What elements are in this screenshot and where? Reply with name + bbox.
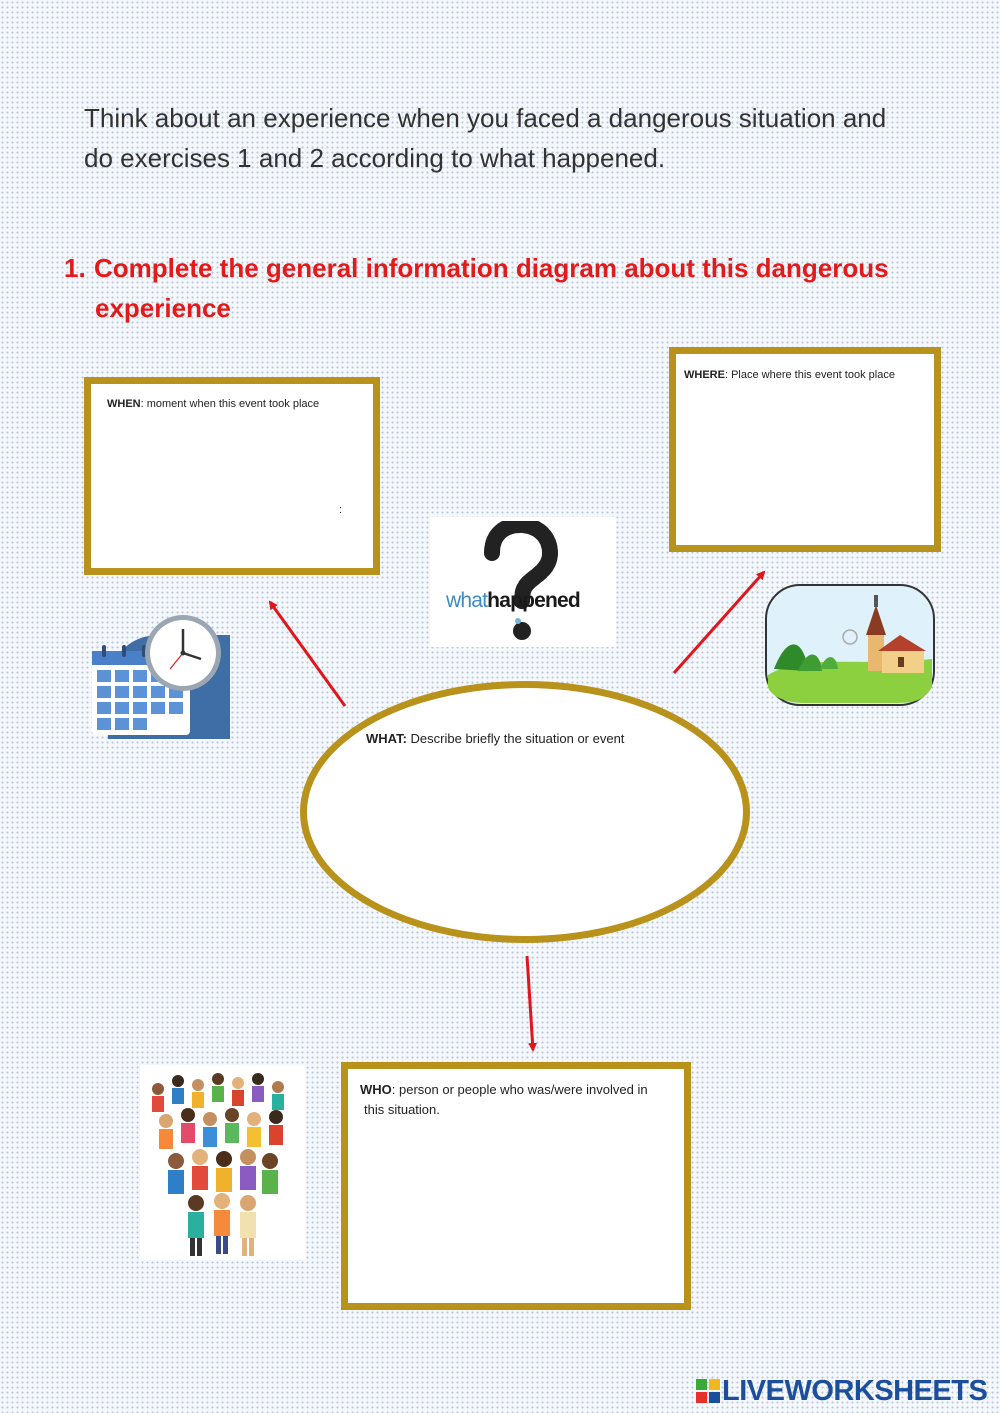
exercise-number: 1. (64, 253, 86, 283)
where-key: WHERE (684, 369, 725, 381)
arrow-to-where (672, 570, 766, 674)
intro-text: Think about an experience when you faced… (84, 98, 944, 178)
exercise-title-line-2: experience (95, 293, 231, 323)
what-happened-image: whathappened (430, 517, 616, 647)
church-landscape-icon (765, 584, 935, 706)
what-key: WHAT: (366, 731, 407, 746)
exercise-1-title: 1. Complete the general information diagr… (64, 248, 944, 328)
who-box[interactable]: WHO: person or people who was/were invol… (341, 1062, 691, 1310)
people-crowd-icon (140, 1065, 305, 1260)
where-box[interactable]: WHERE: Place where this event took place (669, 347, 941, 552)
calendar-clock-icon (92, 615, 230, 739)
what-text: Describe briefly the situation or event (406, 731, 625, 746)
when-mark: : (339, 504, 343, 516)
who-text: : person or people who was/were involved… (391, 1082, 648, 1097)
question-mark-icon (484, 521, 559, 640)
what-ellipse[interactable] (300, 681, 750, 943)
liveworksheets-brand: LIVEWORKSHEETS (722, 1374, 988, 1407)
when-key: WHEN (107, 398, 141, 410)
who-text-2: this situation. (364, 1102, 440, 1117)
intro-line-1: Think about an experience when you faced… (84, 103, 887, 133)
liveworksheets-mark-icon (696, 1379, 720, 1403)
arrow-to-who (525, 955, 538, 1052)
when-box[interactable]: WHEN: moment when this event took place … (84, 377, 380, 575)
liveworksheets-logo[interactable]: LIVEWORKSHEETS (696, 1374, 988, 1408)
who-key: WHO (360, 1082, 392, 1097)
wordmark-happened: happened (487, 589, 581, 612)
exercise-title-line-1: Complete the general information diagram… (94, 253, 889, 283)
when-label: WHEN: moment when this event took place (107, 398, 319, 410)
arrow-to-when (268, 600, 347, 707)
when-text: : moment when this event took place (140, 398, 320, 410)
crowd-image (140, 1065, 305, 1260)
where-text: : Place where this event took place (724, 369, 895, 381)
calendar-clock-image (88, 615, 230, 739)
wordmark-what: what (446, 589, 488, 612)
what-happened-wordmark: whathappened (446, 589, 581, 613)
countryside-church-image (764, 583, 936, 707)
what-label: WHAT: Describe briefly the situation or … (366, 731, 624, 746)
who-label: WHO: person or people who was/were invol… (360, 1080, 680, 1120)
intro-line-2: do exercises 1 and 2 according to what h… (84, 143, 666, 173)
where-label: WHERE: Place where this event took place (684, 369, 895, 381)
